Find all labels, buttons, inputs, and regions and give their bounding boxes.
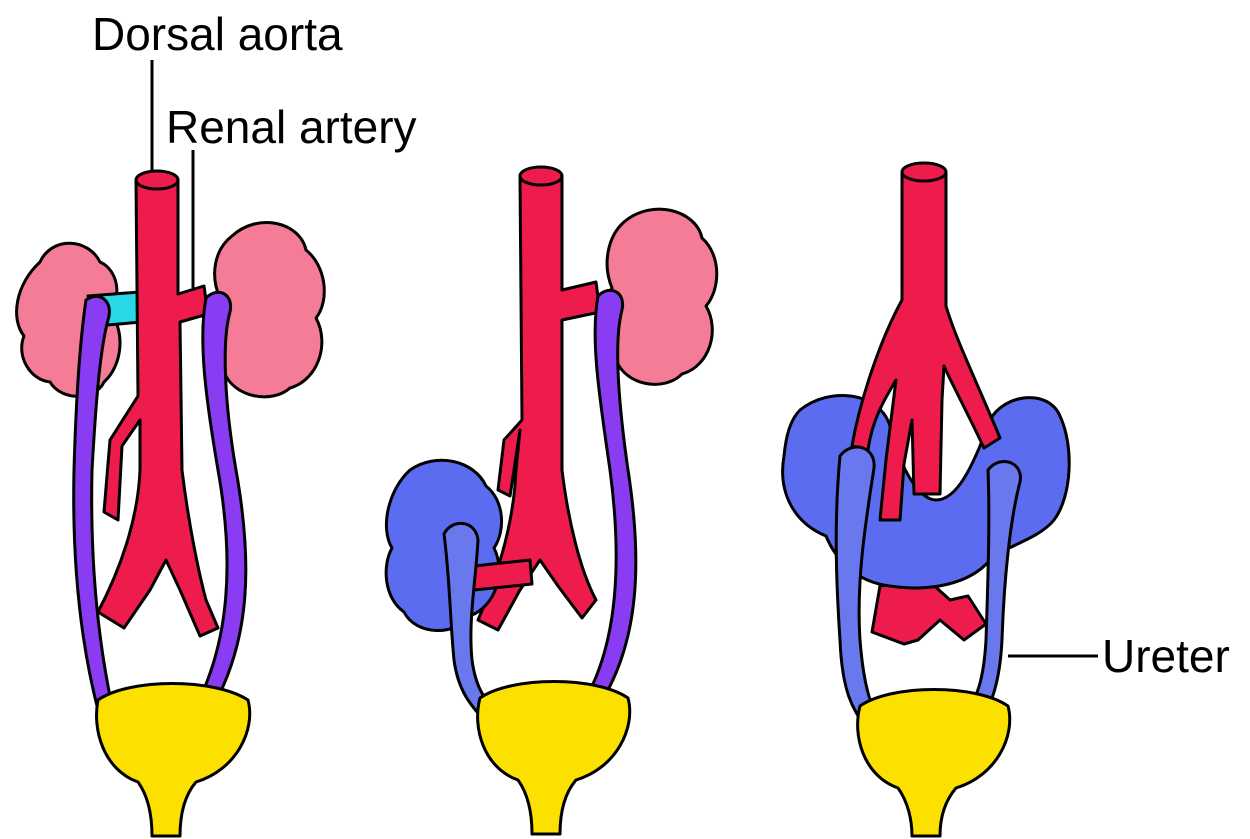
- panel-normal-kidneys: [17, 171, 325, 836]
- pelvic-renal-artery: [474, 560, 532, 590]
- aorta-top-opening: [520, 167, 562, 185]
- ureter-label: Ureter: [1102, 630, 1230, 682]
- dorsal-aorta-vessel: [98, 180, 218, 636]
- bladder: [97, 684, 250, 837]
- aorta-top-opening: [902, 163, 946, 181]
- renal-artery-label: Renal artery: [166, 101, 417, 153]
- panel-horseshoe-kidney: [783, 163, 1070, 836]
- dorsal-aorta-label: Dorsal aorta: [92, 8, 343, 60]
- aorta-lower-branches: [872, 580, 986, 644]
- aorta-top-opening: [136, 171, 178, 189]
- bladder: [478, 682, 630, 835]
- bladder: [858, 690, 1010, 837]
- panel-pelvic-kidney: [386, 167, 717, 834]
